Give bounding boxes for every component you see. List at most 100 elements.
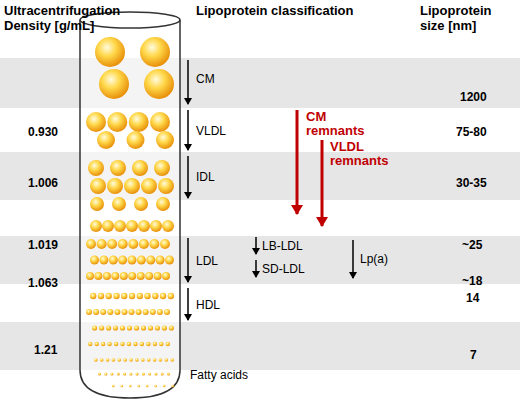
class-label: HDL — [196, 298, 220, 312]
particle — [161, 373, 164, 376]
particle — [146, 385, 149, 388]
particle — [166, 342, 170, 346]
particle — [120, 325, 125, 330]
particle — [114, 342, 118, 346]
size-value: 7 — [470, 348, 477, 362]
particle — [155, 325, 160, 330]
particle — [86, 239, 96, 249]
particle — [140, 37, 170, 67]
particle — [170, 358, 174, 362]
particle — [90, 178, 106, 194]
particle — [153, 358, 157, 362]
particle — [90, 256, 99, 265]
particle — [158, 178, 174, 194]
particle — [117, 373, 120, 376]
particle — [129, 112, 149, 132]
particle — [106, 358, 110, 362]
particle — [139, 239, 149, 249]
particle — [137, 293, 143, 299]
particle — [95, 342, 99, 346]
remnant-label: VLDL remnants — [330, 140, 400, 168]
density-value: 1.019 — [28, 238, 58, 252]
particle — [101, 342, 105, 346]
particle — [149, 239, 159, 249]
particle — [156, 256, 165, 265]
particle — [92, 325, 97, 330]
particle — [146, 342, 150, 346]
particle — [168, 293, 174, 299]
particle — [88, 342, 92, 346]
particle — [138, 385, 141, 388]
size-value: 75-80 — [456, 125, 487, 139]
particle — [107, 112, 127, 132]
density-value: 0.930 — [28, 125, 58, 139]
particle — [104, 373, 107, 376]
particle — [162, 272, 170, 280]
particle — [154, 160, 170, 176]
particle — [165, 256, 174, 265]
remnant-label: CM remnants — [306, 110, 376, 138]
particle — [120, 272, 128, 280]
particle — [171, 385, 174, 388]
particle — [132, 160, 148, 176]
class-label: VLDL — [196, 124, 226, 138]
particle — [140, 342, 144, 346]
particle — [162, 220, 174, 232]
particle — [138, 220, 150, 232]
particle — [109, 256, 118, 265]
particle — [167, 373, 170, 376]
particle — [147, 358, 151, 362]
subclass-label: LB-LDL — [262, 239, 303, 253]
particle — [136, 309, 142, 315]
particle — [107, 342, 111, 346]
particle — [94, 358, 98, 362]
particle — [99, 256, 108, 265]
particle — [98, 293, 104, 299]
particle — [114, 220, 126, 232]
particle — [111, 373, 114, 376]
particle — [99, 325, 104, 330]
particle — [155, 373, 158, 376]
particle — [153, 342, 157, 346]
size-value: 14 — [466, 291, 479, 305]
size-value: ~25 — [462, 238, 482, 252]
particle — [107, 178, 123, 194]
particle — [93, 309, 99, 315]
particle — [114, 309, 120, 315]
particle — [123, 358, 127, 362]
particle — [137, 272, 145, 280]
particle — [129, 385, 132, 388]
particle — [136, 373, 139, 376]
particle — [150, 309, 156, 315]
particle — [141, 358, 145, 362]
particle — [118, 358, 122, 362]
particle — [150, 220, 162, 232]
particle — [165, 358, 169, 362]
particle — [122, 309, 128, 315]
particle — [118, 256, 127, 265]
particle — [154, 272, 162, 280]
particle — [127, 342, 131, 346]
axis-header: Lipoprotein size [nm] — [420, 3, 516, 33]
particle — [154, 385, 157, 388]
particle — [143, 309, 149, 315]
axis-header: Ultracentrifugation Density [g/mL] — [4, 3, 134, 33]
particle — [107, 309, 113, 315]
particle — [146, 256, 155, 265]
particle — [106, 325, 111, 330]
particle — [86, 112, 106, 132]
particle — [121, 293, 127, 299]
subclass-label: Lp(a) — [360, 252, 388, 266]
particle — [86, 309, 92, 315]
size-value: ~18 — [462, 274, 482, 288]
particle — [97, 131, 115, 149]
particle — [128, 256, 137, 265]
particle — [113, 293, 119, 299]
particle — [95, 37, 125, 67]
particle — [100, 358, 104, 362]
particle — [106, 293, 112, 299]
particle — [103, 272, 111, 280]
density-band — [0, 58, 520, 370]
particle — [128, 239, 138, 249]
